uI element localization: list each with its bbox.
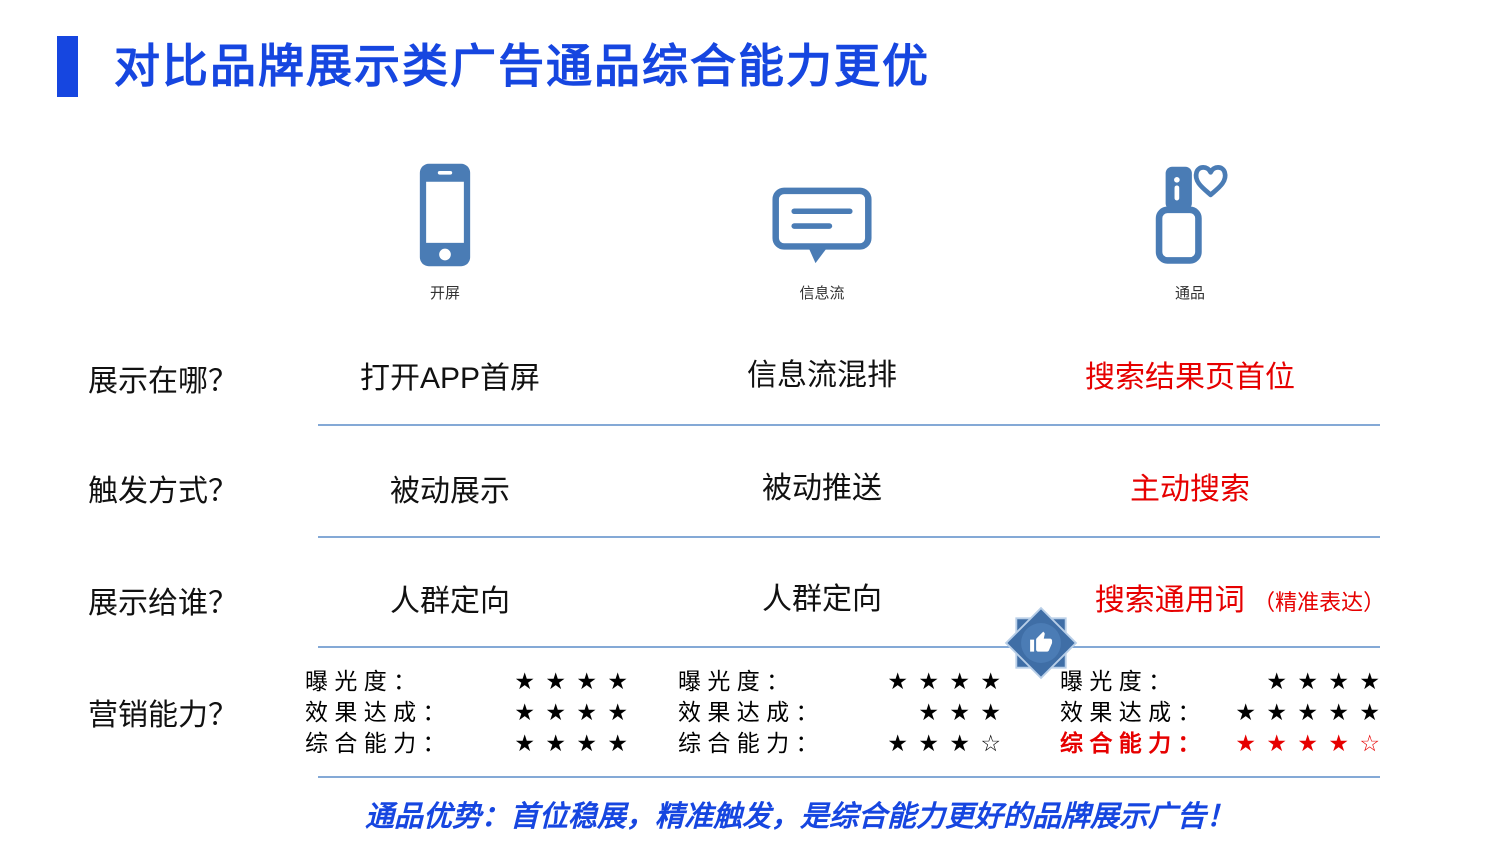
rating-line: 效 果 达 成 ： ★ ★ ★ ★ ★ — [1060, 697, 1382, 728]
cell-kaiping-where: 打开APP首屏 — [359, 362, 541, 395]
rating-line: 曝 光 度 ： ★ ★ ★ ★ — [305, 666, 630, 697]
rating-name: 综 合 能 力 ： — [1060, 730, 1201, 756]
rating-line: 效 果 达 成 ： ★ ★ ★ — [678, 697, 1003, 728]
rating-line: 综 合 能 力 ： ★ ★ ★ ☆ — [678, 728, 1003, 759]
rating-name: 曝 光 度 ： — [678, 668, 790, 694]
rating-name: 效 果 达 成 ： — [678, 699, 819, 725]
thumbs-up-badge-icon — [1003, 605, 1079, 681]
rating-name: 综 合 能 力 ： — [305, 730, 446, 756]
rating-line: 曝 光 度 ： ★ ★ ★ ★ — [1060, 666, 1382, 697]
rating-stars: ★ ★ ★ ★ ☆ — [1235, 730, 1382, 756]
rating-stars: ★ ★ ★ ★ — [887, 668, 1003, 694]
cell-tongpin-audience-suffix: （精准表达） — [1253, 590, 1386, 615]
rating-block-tongpin: 曝 光 度 ： ★ ★ ★ ★ 效 果 达 成 ： ★ ★ ★ ★ ★ 综 合 … — [1060, 666, 1382, 759]
rating-name: 综 合 能 力 ： — [678, 730, 819, 756]
feed-icon — [772, 148, 872, 268]
column-label: 开屏 — [429, 285, 460, 302]
cell-xinxiliu-audience: 人群定向 — [762, 583, 882, 616]
rating-line: 曝 光 度 ： ★ ★ ★ ★ — [678, 666, 1003, 697]
cell-kaiping-trigger: 被动展示 — [390, 475, 510, 508]
rating-name: 效 果 达 成 ： — [305, 699, 446, 725]
rating-stars: ★ ★ ★ ☆ — [887, 730, 1003, 756]
cell-xinxiliu-trigger: 被动推送 — [762, 472, 882, 505]
row-label-where: 展示在哪？ — [88, 365, 238, 398]
row-label-marketing: 营销能力？ — [88, 699, 238, 732]
divider — [318, 646, 1380, 648]
column-label: 信息流 — [799, 285, 845, 302]
rating-block-xinxiliu: 曝 光 度 ： ★ ★ ★ ★ 效 果 达 成 ： ★ ★ ★ 综 合 能 力 … — [678, 666, 1003, 759]
rating-line: 效 果 达 成 ： ★ ★ ★ ★ — [305, 697, 630, 728]
rating-stars: ★ ★ ★ ★ ★ — [1235, 699, 1382, 725]
column-header-xinxiliu: 信息流 — [712, 148, 932, 303]
footer-summary: 通品优势：首位稳展，精准触发，是综合能力更好的品牌展示广告！ — [364, 801, 1235, 833]
rating-stars: ★ ★ ★ ★ — [514, 668, 630, 694]
row-label-audience: 展示给谁？ — [88, 587, 238, 620]
cell-tongpin-audience: 搜索通用词 （精准表达） — [1040, 575, 1440, 619]
rating-line: 综 合 能 力 ： ★ ★ ★ ★ — [305, 728, 630, 759]
divider — [318, 776, 1380, 778]
row-label-trigger: 触发方式？ — [88, 475, 238, 508]
cell-tongpin-audience-main: 搜索通用词 — [1094, 584, 1245, 617]
rating-stars: ★ ★ ★ ★ — [514, 699, 630, 725]
rating-block-kaiping: 曝 光 度 ： ★ ★ ★ ★ 效 果 达 成 ： ★ ★ ★ ★ 综 合 能 … — [305, 666, 630, 759]
column-label: 通品 — [1174, 285, 1205, 302]
title-accent-bar — [57, 36, 78, 97]
cell-tongpin-where: 搜索结果页首位 — [1085, 361, 1295, 394]
cell-tongpin-trigger: 主动搜索 — [1130, 473, 1250, 506]
rating-name: 曝 光 度 ： — [305, 668, 417, 694]
rating-stars: ★ ★ ★ ★ — [1266, 668, 1382, 694]
cell-xinxiliu-where: 信息流混排 — [747, 359, 897, 392]
page-title: 对比品牌展示类广告通品综合能力更优 — [114, 40, 930, 92]
rating-name: 效 果 达 成 ： — [1060, 699, 1201, 725]
rating-name: 曝 光 度 ： — [1060, 668, 1172, 694]
phone-icon — [418, 148, 472, 268]
divider — [318, 536, 1380, 538]
lipstick-icon — [1145, 148, 1235, 268]
cell-kaiping-audience: 人群定向 — [390, 585, 510, 618]
rating-stars: ★ ★ ★ — [918, 699, 1003, 725]
rating-line-highlight: 综 合 能 力 ： ★ ★ ★ ★ ☆ — [1060, 728, 1382, 759]
divider — [318, 424, 1380, 426]
rating-stars: ★ ★ ★ ★ — [514, 730, 630, 756]
column-header-tongpin: 通品 — [1080, 148, 1300, 303]
column-header-kaiping: 开屏 — [335, 148, 555, 303]
